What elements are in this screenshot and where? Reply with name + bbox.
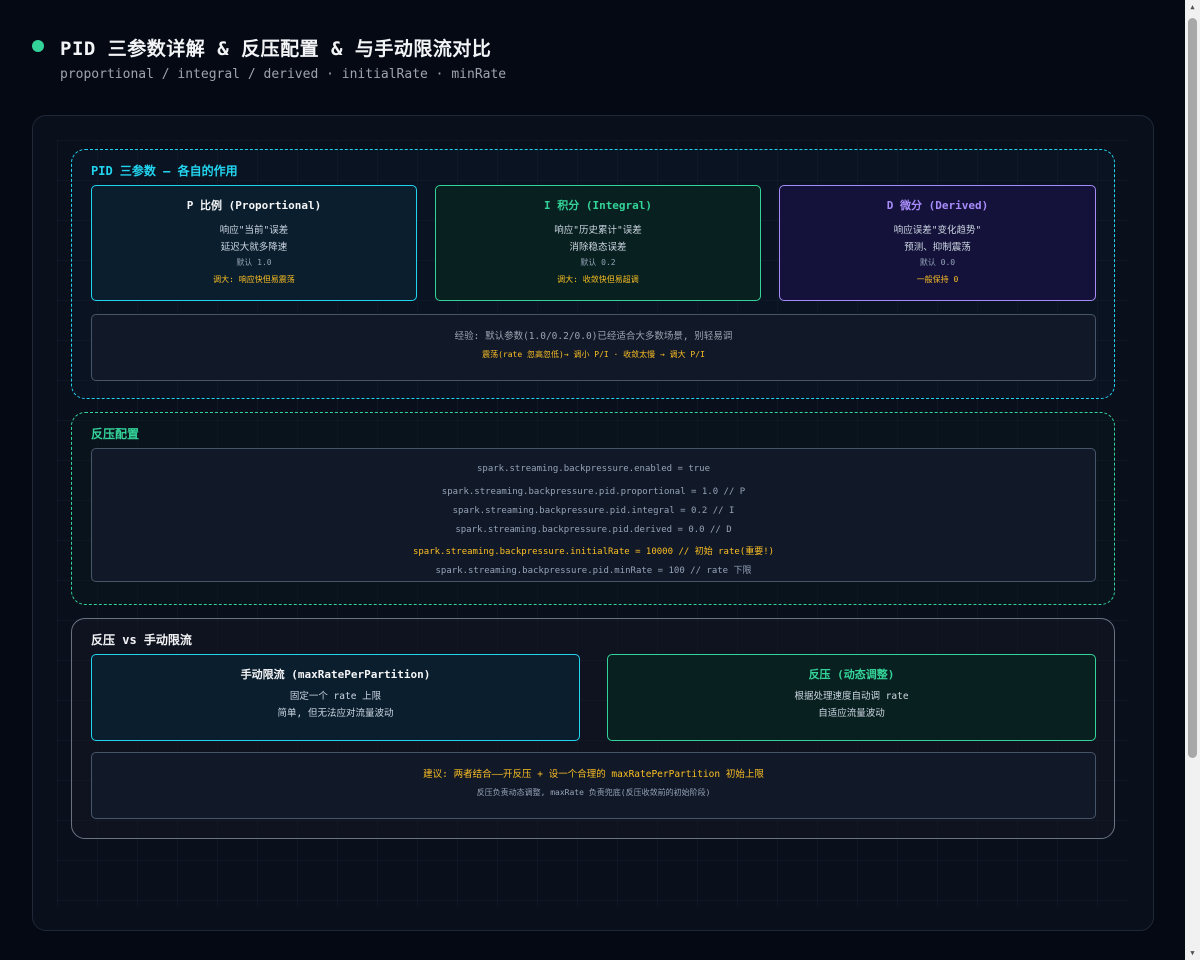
- i-card-line2: 消除稳态误差: [569, 242, 627, 253]
- advice-line1: 建议: 两者结合——开反压 + 设一个合理的 maxRatePerPartiti…: [423, 769, 764, 780]
- pid-experience-note: 经验: 默认参数(1.0/0.2/0.0)已经适合大多数场景, 别轻易调 震荡(…: [91, 314, 1096, 381]
- p-card-title: P 比例 (Proportional): [186, 199, 322, 212]
- status-dot: [32, 40, 44, 52]
- page-subtitle: proportional / integral / derived · init…: [60, 67, 507, 82]
- advice-line2: 反压负责动态调整, maxRate 负责兜底(反压收敛前的初始阶段): [476, 788, 711, 797]
- page-title: PID 三参数详解 & 反压配置 & 与手动限流对比: [60, 38, 492, 60]
- config-line: spark.streaming.backpressure.pid.minRate…: [435, 566, 752, 576]
- d-card-line1: 响应误差"变化趋势": [893, 225, 982, 236]
- config-line-highlight: spark.streaming.backpressure.initialRate…: [412, 547, 775, 557]
- pid-note-line2: 震荡(rate 忽高忽低)→ 调小 P/I · 收敛太慢 → 调大 P/I: [482, 350, 705, 359]
- p-card: P 比例 (Proportional) 响应"当前"误差 延迟大就多降速 默认 …: [91, 185, 417, 301]
- i-card: I 积分 (Integral) 响应"历史累计"误差 消除稳态误差 默认 0.2…: [435, 185, 761, 301]
- compare-group-label: 反压 vs 手动限流: [91, 633, 192, 647]
- backpressure-card-line2: 自适应流量波动: [818, 708, 885, 719]
- pid-group-label: PID 三参数 — 各自的作用: [91, 164, 238, 178]
- scroll-up-arrow-icon[interactable]: ▲: [1190, 3, 1195, 11]
- d-card-default: 默认 0.0: [919, 258, 956, 267]
- i-card-line1: 响应"历史累计"误差: [554, 225, 642, 236]
- p-card-line1: 响应"当前"误差: [219, 225, 289, 236]
- manual-limit-line1: 固定一个 rate 上限: [289, 691, 382, 702]
- diagram-panel: PID 三参数 — 各自的作用 P 比例 (Proportional) 响应"当…: [32, 115, 1154, 931]
- compare-group: 反压 vs 手动限流 手动限流 (maxRatePerPartition) 固定…: [71, 618, 1115, 839]
- vertical-scrollbar[interactable]: ▲ ▼: [1185, 0, 1200, 960]
- p-card-warning: 调大: 响应快但易震荡: [213, 275, 295, 284]
- config-code-box: spark.streaming.backpressure.enabled = t…: [91, 448, 1096, 582]
- d-card-title: D 微分 (Derived): [886, 199, 989, 212]
- backpressure-group: 反压配置 spark.streaming.backpressure.enable…: [71, 412, 1115, 605]
- p-card-line2: 延迟大就多降速: [220, 242, 288, 253]
- d-card-warning: 一般保持 0: [916, 275, 959, 284]
- p-card-default: 默认 1.0: [236, 258, 272, 267]
- manual-limit-title: 手动限流 (maxRatePerPartition): [240, 668, 431, 681]
- i-card-warning: 调大: 收敛快但易超调: [557, 275, 639, 284]
- backpressure-card: 反压 (动态调整) 根据处理速度自动调 rate 自适应流量波动: [607, 654, 1096, 741]
- backpressure-card-title: 反压 (动态调整): [808, 668, 895, 681]
- i-card-title: I 积分 (Integral): [543, 199, 653, 212]
- config-line: spark.streaming.backpressure.enabled = t…: [477, 464, 710, 474]
- manual-limit-line2: 简单, 但无法应对流量波动: [277, 708, 394, 719]
- d-card: D 微分 (Derived) 响应误差"变化趋势" 预测、抑制震荡 默认 0.0…: [779, 185, 1096, 301]
- backpressure-card-line1: 根据处理速度自动调 rate: [794, 691, 909, 702]
- config-line: spark.streaming.backpressure.pid.proport…: [441, 487, 746, 497]
- pid-note-line1: 经验: 默认参数(1.0/0.2/0.0)已经适合大多数场景, 别轻易调: [454, 331, 733, 342]
- d-card-line2: 预测、抑制震荡: [904, 242, 971, 253]
- scroll-down-arrow-icon[interactable]: ▼: [1190, 949, 1195, 957]
- config-line: spark.streaming.backpressure.pid.integra…: [452, 506, 735, 516]
- i-card-default: 默认 0.2: [580, 258, 616, 267]
- manual-limit-card: 手动限流 (maxRatePerPartition) 固定一个 rate 上限 …: [91, 654, 580, 741]
- advice-note: 建议: 两者结合——开反压 + 设一个合理的 maxRatePerPartiti…: [91, 752, 1096, 819]
- scrollbar-thumb[interactable]: [1188, 18, 1197, 758]
- pid-group: PID 三参数 — 各自的作用 P 比例 (Proportional) 响应"当…: [71, 149, 1115, 399]
- backpressure-group-label: 反压配置: [91, 427, 140, 441]
- config-line: spark.streaming.backpressure.pid.derived…: [455, 525, 732, 535]
